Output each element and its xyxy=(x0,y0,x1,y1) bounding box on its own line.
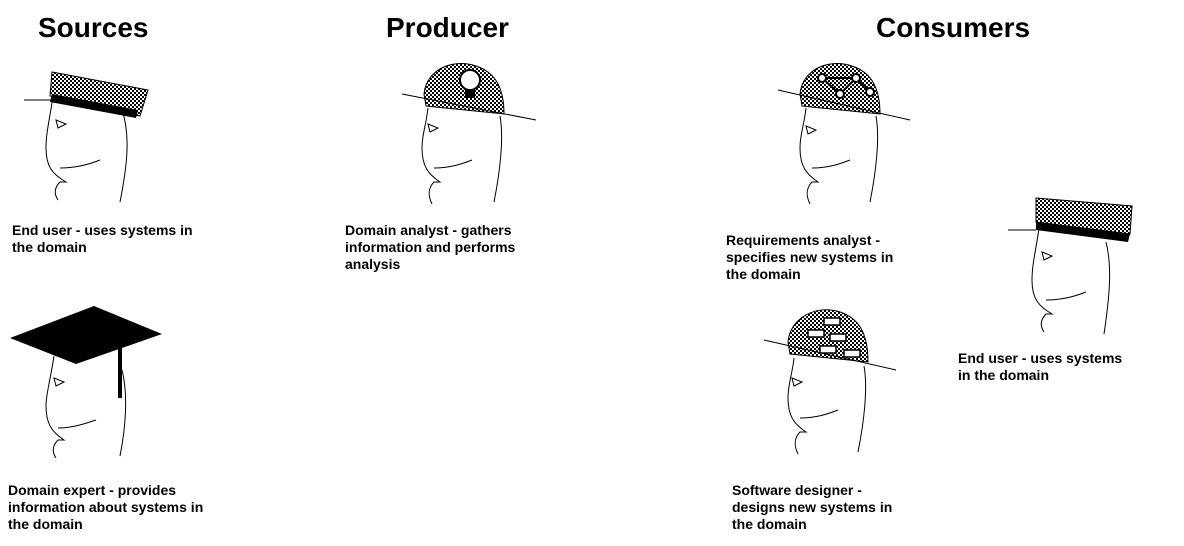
end-user-source-caption: End user - uses systems in the domain xyxy=(12,222,193,255)
requirements-analyst-caption: Requirements analyst - specifies new sys… xyxy=(726,232,894,282)
end-user-head-icon xyxy=(1008,197,1133,335)
domain-expert-caption: Domain expert - provides information abo… xyxy=(8,482,204,532)
lightbulb-head-icon xyxy=(401,63,537,205)
domain-analyst-caption: Domain analyst - gathers information and… xyxy=(345,222,516,272)
domain-analyst-figure xyxy=(400,63,550,219)
column-title-consumers: Consumers xyxy=(876,12,1031,43)
domain-expert-figure xyxy=(10,306,170,471)
end-user-consumer-figure xyxy=(1006,194,1146,339)
column-title-producer: Producer xyxy=(386,12,509,43)
software-designer-figure xyxy=(762,308,912,463)
end-user-consumer-caption: End user - uses systems in the domain xyxy=(958,350,1123,383)
graph-head-icon xyxy=(777,63,911,205)
software-designer-caption: Software designer - designs new systems … xyxy=(732,482,893,532)
end-user-head-icon xyxy=(24,71,149,203)
blocks-head-icon xyxy=(763,309,897,455)
requirements-analyst-figure xyxy=(776,63,926,219)
column-title-sources: Sources xyxy=(38,12,149,43)
mortarboard-head-icon xyxy=(10,306,162,459)
end-user-source-figure xyxy=(20,70,160,215)
